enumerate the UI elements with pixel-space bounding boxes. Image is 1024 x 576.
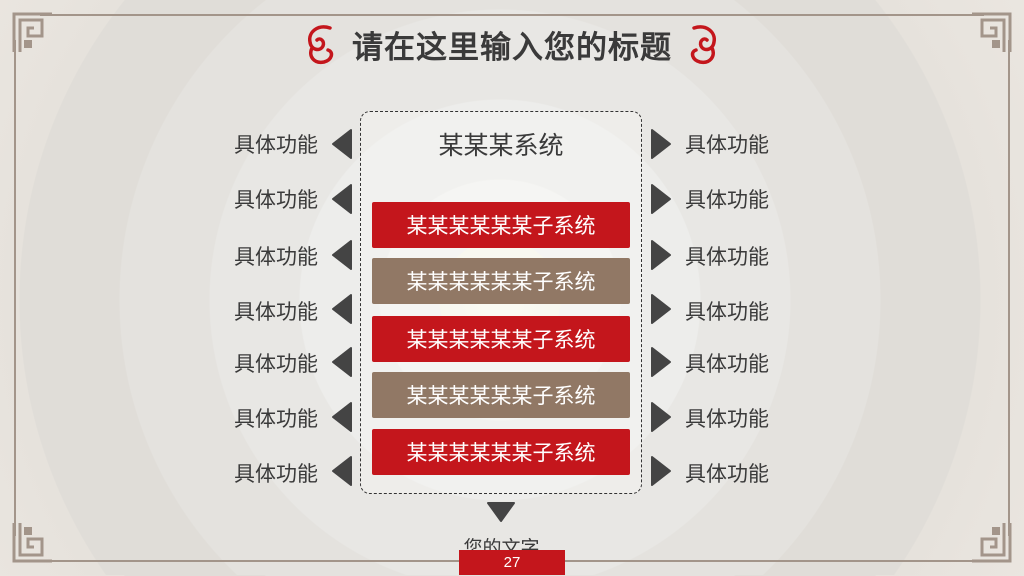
subsystem-block-3[interactable]: 某某某某某某子系统 <box>372 316 630 362</box>
right-feature-7: 具体功能 <box>685 462 769 486</box>
right-feature-4: 具体功能 <box>685 300 769 324</box>
right-arrow-icon-7 <box>651 456 671 486</box>
top-right-fret-corner-icon <box>972 12 1012 52</box>
right-feature-2: 具体功能 <box>685 188 769 212</box>
left-feature-6: 具体功能 <box>234 407 318 431</box>
right-feature-6: 具体功能 <box>685 407 769 431</box>
right-feature-1: 具体功能 <box>685 133 769 157</box>
left-arrow-icon-2 <box>332 184 352 214</box>
right-arrow-icon-2 <box>651 184 671 214</box>
subsystem-block-4[interactable]: 某某某某某某子系统 <box>372 372 630 418</box>
right-arrow-icon-1 <box>651 129 671 159</box>
title-bar: 请在这里输入您的标题 <box>0 14 1024 74</box>
left-feature-5: 具体功能 <box>234 352 318 376</box>
right-feature-5: 具体功能 <box>685 352 769 376</box>
bottom-left-fret-corner-icon <box>12 523 52 563</box>
left-feature-1: 具体功能 <box>234 133 318 157</box>
top-left-fret-corner-icon <box>12 12 52 52</box>
left-arrow-icon-4 <box>332 294 352 324</box>
left-feature-4: 具体功能 <box>234 300 318 324</box>
frame-left-line <box>14 40 16 536</box>
right-arrow-icon-3 <box>651 240 671 270</box>
system-title: 某某某系统 <box>438 131 564 160</box>
left-arrow-icon-1 <box>332 129 352 159</box>
subsystem-block-2[interactable]: 某某某某某某子系统 <box>372 258 630 304</box>
left-feature-3: 具体功能 <box>234 245 318 269</box>
left-feature-2: 具体功能 <box>234 188 318 212</box>
bottom-right-fret-corner-icon <box>972 523 1012 563</box>
left-arrow-icon-3 <box>332 240 352 270</box>
left-arrow-icon-5 <box>332 347 352 377</box>
right-arrow-icon-5 <box>651 347 671 377</box>
left-arrow-icon-7 <box>332 456 352 486</box>
subsystem-block-5[interactable]: 某某某某某某子系统 <box>372 429 630 475</box>
frame-top-line <box>40 14 984 16</box>
subsystem-block-1[interactable]: 某某某某某某子系统 <box>372 202 630 248</box>
left-feature-7: 具体功能 <box>234 462 318 486</box>
left-arrow-icon-6 <box>332 402 352 432</box>
left-cloud-icon <box>308 25 334 65</box>
down-arrow-icon <box>487 502 515 522</box>
right-feature-3: 具体功能 <box>685 245 769 269</box>
page-title: 请在这里输入您的标题 <box>352 29 672 66</box>
right-arrow-icon-4 <box>651 294 671 324</box>
frame-right-line <box>1008 40 1010 536</box>
right-cloud-icon <box>690 25 716 65</box>
page-number: 27 <box>459 550 565 575</box>
right-arrow-icon-6 <box>651 402 671 432</box>
